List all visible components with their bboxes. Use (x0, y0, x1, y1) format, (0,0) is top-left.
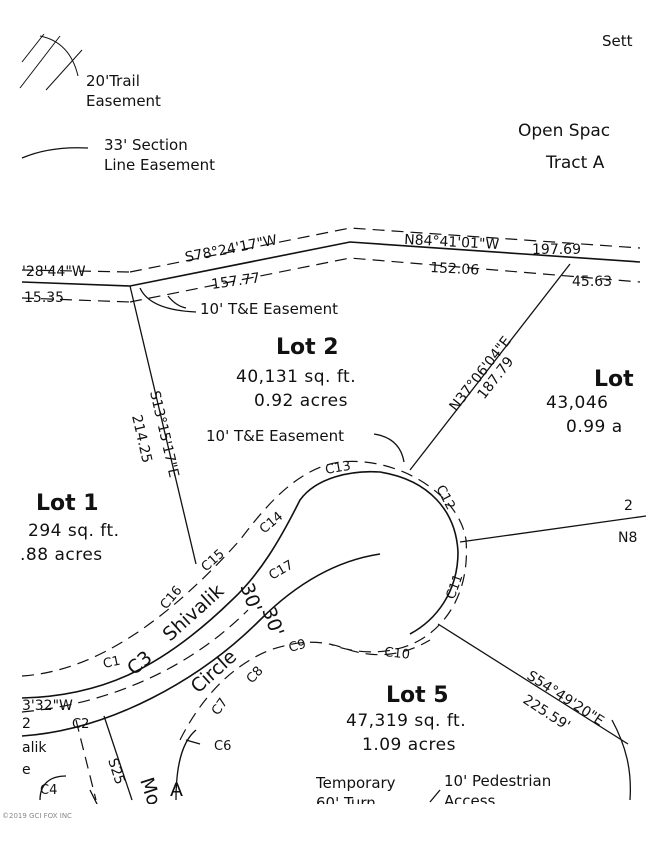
lot-5-acres: 1.09 acres (362, 735, 456, 755)
lot-3-name: Lot (594, 367, 634, 392)
curve-c6: C6 (214, 739, 231, 754)
street-left-partial-1: 2 (22, 716, 31, 732)
distance-197: 197.69 (532, 242, 581, 258)
c4-arc (39, 775, 67, 801)
bearing-s25: S25 (104, 756, 127, 786)
bearing-s78: S78°24'17"W (184, 232, 279, 266)
lot-2-sqft: 40,131 sq. ft. (236, 367, 356, 387)
curve-c15: C15 (199, 547, 228, 575)
street-left-partial-2: alik (22, 740, 47, 756)
north-easement-line (129, 227, 641, 273)
temporary-turn-label: Temporary (315, 774, 396, 792)
lot-1-sqft: 294 sq. ft. (28, 521, 120, 541)
north-easement-line-2 (129, 257, 641, 303)
distance-152: 152.06 (430, 260, 480, 279)
bearing-s13: S13°15'17"E (146, 389, 181, 479)
north-lot-line (21, 241, 641, 287)
distance-45: 45.63 (572, 274, 612, 290)
curve-c1: C1 (102, 654, 122, 672)
trail-easement-label: 20'Trail (86, 72, 140, 90)
road-row-cul-south (179, 639, 431, 741)
curve-c11: C11 (444, 572, 467, 601)
distance-157: 157.77 (210, 270, 261, 293)
distance-15: 15.35 (24, 290, 64, 306)
pedestrian-access-label: 10' Pedestrian (444, 772, 551, 790)
lot-2-name: Lot 2 (276, 335, 339, 360)
lot-2-acres: 0.92 acres (254, 391, 348, 411)
lot-3-acres: 0.99 a (566, 417, 623, 437)
road (21, 460, 632, 807)
section-easement-label: 33' Section (104, 136, 188, 154)
lot-2-3-line (409, 263, 571, 471)
trail-easement-label-2: Easement (86, 92, 161, 110)
road-edge-north (21, 470, 459, 699)
te-easement-arc-2 (373, 433, 405, 463)
street-width-2: 30' (257, 604, 288, 639)
curve-c2: C2 (72, 717, 89, 732)
bearing-right-partial: 2 (624, 498, 633, 514)
side-road-row (75, 719, 97, 801)
lot-5-sqft: 47,319 sq. ft. (346, 711, 466, 731)
lot-1: Lot 1 294 sq. ft. .88 acres (20, 491, 120, 565)
te-easement-label-top: 10' T&E Easement (200, 300, 338, 318)
curve-c7: C7 (209, 695, 231, 718)
tract-name: Open Spac (518, 121, 610, 141)
bearing-left-partial: 3'32"W (22, 698, 73, 714)
road-edge-south (21, 553, 381, 737)
curve-c12: C12 (432, 483, 457, 513)
te-easement-arc-inner (167, 295, 187, 309)
curve-c8: C8 (244, 664, 267, 687)
lot-5: Lot 5 47,319 sq. ft. 1.09 acres (346, 683, 466, 755)
distance-214: 214.25 (128, 413, 155, 464)
tract-a: Sett Open Spac Tract A (518, 32, 633, 173)
te-easement-arc (139, 287, 197, 313)
bottom-margin (0, 804, 650, 841)
footer-watermark: ©2019 GCI FOX INC (2, 812, 72, 820)
lot-3: Lot 43,046 0.99 a (546, 367, 634, 437)
lot-3-4-line (459, 515, 647, 543)
c6-leader (185, 739, 201, 745)
section-easement-label-2: Line Easement (104, 156, 215, 174)
lot-2: Lot 2 40,131 sq. ft. 0.92 acres (236, 335, 356, 411)
tract-id: Tract A (545, 153, 605, 173)
ped-access-arc (611, 719, 632, 801)
bearing-top-left: '28'44"W (22, 264, 86, 280)
road-row-north (21, 460, 468, 677)
bearing-n84: N84°41'01"W (404, 232, 500, 253)
trail-easement-symbol (19, 33, 83, 91)
lot-1-name: Lot 1 (36, 491, 99, 516)
tract-top-partial: Sett (602, 32, 633, 50)
c4-leader (89, 789, 99, 807)
side-road-edge-2 (175, 729, 197, 801)
lot-1-2-line (129, 285, 197, 565)
section-line-symbol (21, 147, 89, 159)
street-a-partial: A (170, 779, 183, 801)
curve-c10: C10 (384, 645, 411, 663)
curve-c17: C17 (267, 558, 297, 584)
lot-5-name: Lot 5 (386, 683, 449, 708)
street-left-partial-3: e (22, 762, 31, 778)
curve-c13: C13 (324, 459, 352, 478)
boundaries (21, 227, 647, 745)
bearing-right-partial-n: N8 (618, 530, 637, 546)
curve-c9: C9 (287, 637, 308, 656)
lot-4-5-line (437, 623, 629, 745)
lot-1-acres: .88 acres (20, 545, 103, 565)
ped-access-leader (429, 789, 441, 803)
lot-3-sqft: 43,046 (546, 393, 608, 413)
te-easement-label-mid: 10' T&E Easement (206, 427, 344, 445)
legend: 20'Trail Easement 33' Section Line Easem… (19, 33, 215, 174)
street-mo-partial: Mo (135, 775, 165, 808)
curve-c4: C4 (40, 783, 57, 798)
side-road-edge (103, 715, 133, 801)
